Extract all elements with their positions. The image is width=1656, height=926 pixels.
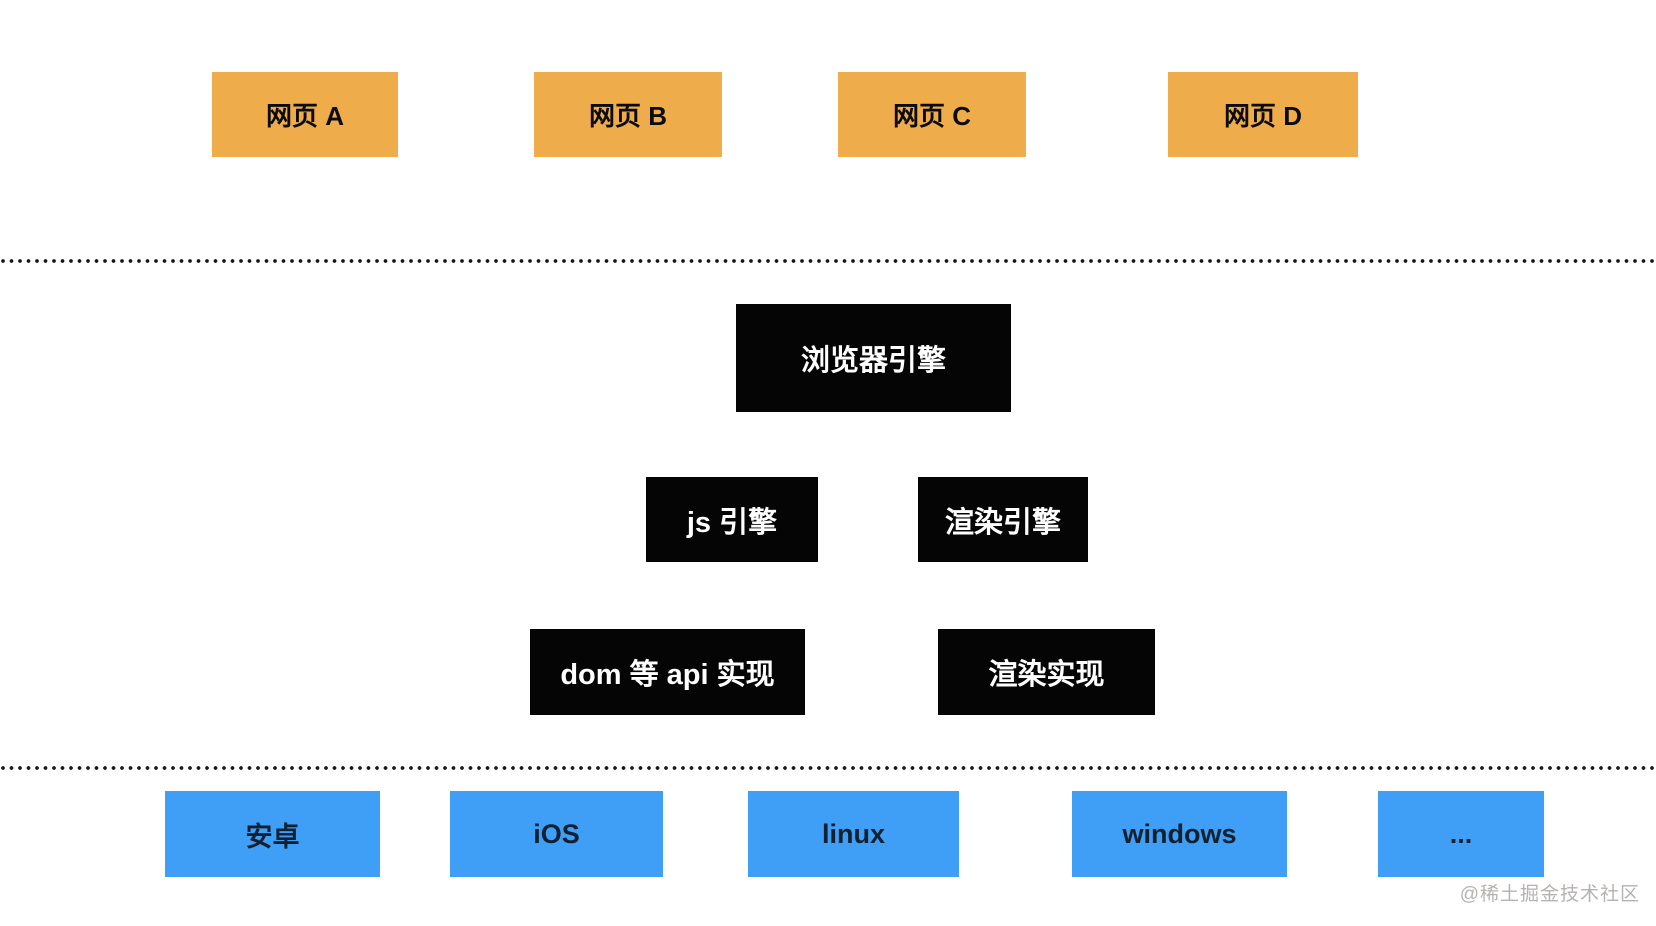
webpage-d-box: 网页 D — [1168, 72, 1358, 157]
js-engine-box: js 引擎 — [646, 477, 818, 562]
dotted-separator-top — [0, 258, 1656, 264]
browser-engine-box: 浏览器引擎 — [736, 304, 1011, 412]
render-implementation-box: 渲染实现 — [938, 629, 1155, 715]
platform-windows-box: windows — [1072, 791, 1287, 877]
watermark-text: @稀土掘金技术社区 — [1459, 884, 1640, 905]
webpage-c-box: 网页 C — [838, 72, 1026, 157]
platform-ios-box: iOS — [450, 791, 663, 877]
platform-linux-box: linux — [748, 791, 959, 877]
dom-api-implementation-box: dom 等 api 实现 — [530, 629, 805, 715]
webpage-b-box: 网页 B — [534, 72, 722, 157]
dotted-separator-bottom — [0, 765, 1656, 771]
render-engine-box: 渲染引擎 — [918, 477, 1088, 562]
platform-more-box: ... — [1378, 791, 1544, 877]
platform-android-box: 安卓 — [165, 791, 380, 877]
webpage-a-box: 网页 A — [212, 72, 398, 157]
